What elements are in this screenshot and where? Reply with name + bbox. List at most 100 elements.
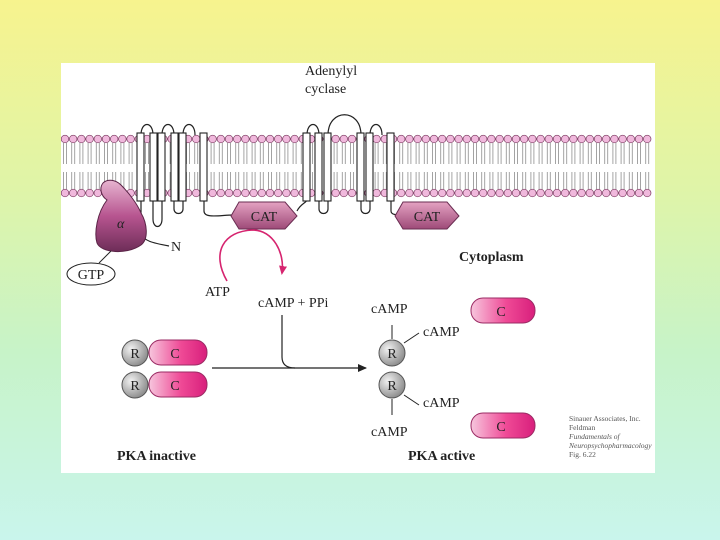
transmembrane-helix (365, 132, 374, 202)
diagram-figure: CAT CAT Adenylyl cyclase α GTP N Cytopla… (60, 63, 655, 473)
lipid-tail (128, 143, 133, 164)
lipid-tail (628, 143, 633, 164)
lipid-head (241, 188, 250, 198)
lipid-tail (489, 172, 494, 189)
lipid-head (60, 188, 70, 198)
lipid-head (274, 134, 283, 144)
lipid-head (85, 134, 94, 144)
lipid-tail (382, 172, 387, 189)
lipid-tail (71, 172, 76, 189)
lipid-tail (276, 172, 281, 189)
lipid-tail (407, 172, 412, 189)
lipid-head (192, 134, 201, 144)
lipid-head (257, 188, 266, 198)
transmembrane-helix (157, 132, 166, 202)
lipid-tail (399, 172, 404, 189)
lipid-head (561, 188, 570, 198)
lipid-tail (292, 172, 297, 189)
lipid-head (60, 134, 70, 144)
lipid-head (462, 188, 471, 198)
lipid-tail (186, 143, 190, 164)
transmembrane-helix (356, 132, 365, 202)
lipid-head (511, 188, 521, 198)
lipid-tail (79, 143, 84, 164)
r-label: R (387, 379, 397, 394)
lipid-head (290, 134, 299, 144)
pka-active-r-dimer: R R (378, 325, 420, 415)
lipid-tail (235, 143, 240, 164)
lipid-head (528, 134, 537, 144)
lipid-tail (268, 172, 272, 189)
lipid-tail (448, 143, 453, 164)
lipid-tail (333, 143, 338, 164)
lipid-tail (448, 172, 453, 189)
lipid-bilayer (60, 134, 652, 198)
lipid-head (577, 134, 586, 144)
c-subunit: C (148, 339, 208, 366)
lipid-tail (587, 172, 592, 189)
c-subunit: C (148, 371, 208, 398)
lipid-tail (423, 143, 428, 164)
lipid-head (282, 188, 291, 198)
lipid-head (610, 134, 619, 144)
lipid-tail (423, 172, 428, 189)
lipid-tail (227, 143, 231, 164)
lipid-head (347, 188, 357, 198)
gtp-label: GTP (78, 268, 105, 283)
lipid-heads (60, 134, 652, 198)
lipid-head (208, 134, 217, 144)
lipid-head (118, 134, 127, 144)
lipid-head (643, 188, 652, 198)
credit-line: Feldman (569, 423, 595, 432)
lipid-head (602, 134, 611, 144)
lipid-head (569, 188, 578, 198)
transmembrane-helix (170, 132, 179, 202)
lipid-tail (210, 143, 215, 164)
lipid-tail (251, 172, 256, 189)
lipid-head (610, 188, 619, 198)
lipid-head (282, 134, 291, 144)
lipid-head (593, 188, 603, 198)
free-c-subunit: C (470, 297, 536, 324)
lipid-tail (210, 172, 215, 189)
lipid-tail (276, 143, 281, 164)
pka-inactive-label: PKA inactive (117, 449, 196, 464)
lipid-tail (497, 172, 502, 189)
lipid-head (372, 188, 381, 198)
lipid-head (347, 134, 357, 144)
lipid-head (85, 188, 94, 198)
lipid-head (421, 188, 430, 198)
transmembrane-helices (136, 132, 395, 202)
lipid-tail (456, 143, 461, 164)
lipid-head (126, 134, 135, 144)
lipid-head (216, 134, 225, 144)
lipid-tail (399, 143, 404, 164)
lipid-tail (514, 143, 518, 164)
lipid-head (249, 134, 258, 144)
lipid-head (618, 134, 627, 144)
lipid-head (462, 134, 471, 144)
lipid-tail (571, 172, 576, 189)
lipid-head (520, 134, 529, 144)
lipid-head (233, 188, 242, 198)
lipid-tail (645, 172, 650, 189)
lipid-tail (350, 172, 354, 189)
lipid-head (470, 188, 480, 198)
lipid-tail (87, 143, 92, 164)
transmembrane-helix (386, 132, 395, 202)
lipid-head (208, 188, 217, 198)
transmembrane-helix (178, 132, 187, 202)
transmembrane-helix (149, 132, 158, 202)
lipid-tail (268, 143, 272, 164)
transmembrane-helix (323, 132, 332, 202)
lipid-tail (120, 143, 125, 164)
lipid-head (479, 134, 488, 144)
lipid-head (331, 134, 340, 144)
pka-inactive-complex: C R C R (121, 339, 208, 399)
transmembrane-helix (314, 132, 323, 202)
lipid-tail (284, 172, 289, 189)
lipid-tail (194, 172, 199, 189)
credit-line: Fundamentals of (568, 432, 621, 441)
camp-label: cAMP (423, 396, 460, 411)
lipid-tail (473, 143, 477, 164)
